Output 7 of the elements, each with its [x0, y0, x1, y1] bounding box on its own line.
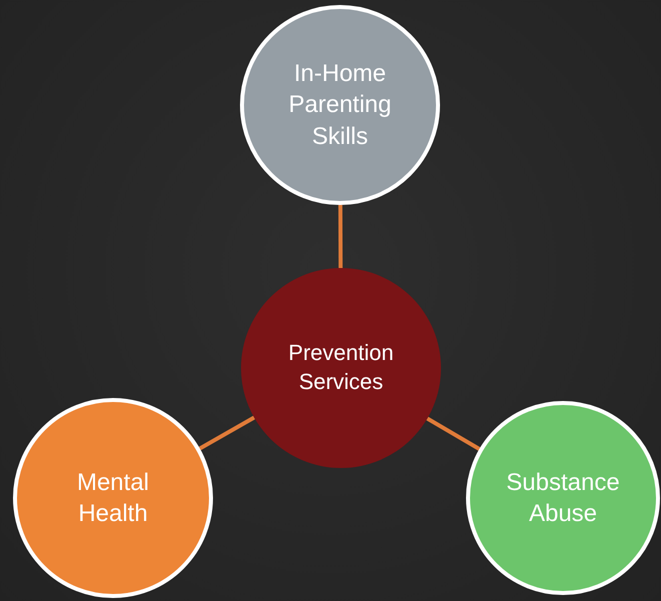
- connector-line: [198, 416, 256, 450]
- node-label: In-Home Parenting Skills: [288, 59, 392, 152]
- connector-line: [426, 416, 480, 451]
- connector-line: [338, 205, 343, 268]
- node-label: Substance Abuse: [505, 468, 621, 529]
- node-label: Mental Health: [76, 468, 150, 529]
- node-label: Prevention Services: [287, 339, 395, 396]
